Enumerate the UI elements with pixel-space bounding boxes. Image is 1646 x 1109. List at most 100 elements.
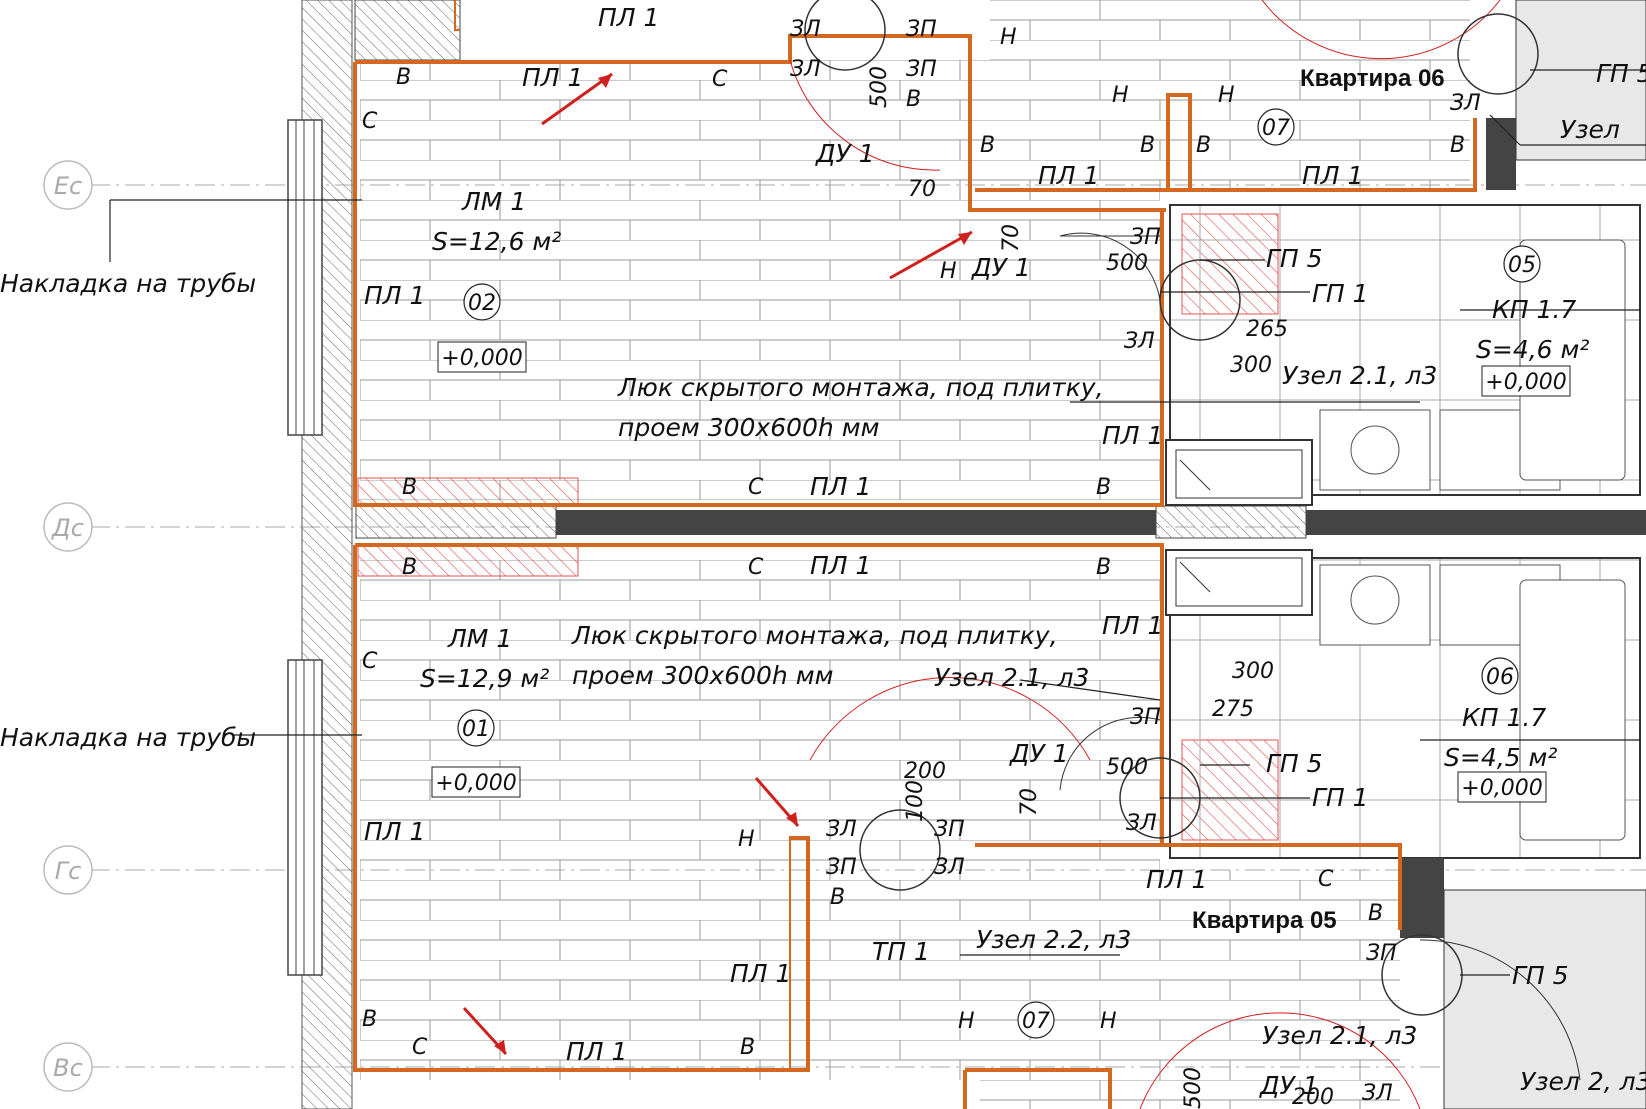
v-marker: В bbox=[1140, 133, 1155, 158]
gp1-label: ГП 1 bbox=[1312, 783, 1369, 812]
bathroom-06 bbox=[1165, 549, 1641, 859]
wall-finish-label: ПЛ 1 bbox=[730, 959, 791, 988]
zl-label: ЗЛ bbox=[826, 817, 857, 842]
room-02-number: 02 bbox=[468, 291, 496, 316]
wall-finish-label: ПЛ 1 bbox=[1038, 161, 1099, 190]
dimension: 300 bbox=[1232, 659, 1274, 684]
room-05-level: +0,000 bbox=[1485, 370, 1566, 395]
node-ref: Узел 2, л3 bbox=[1520, 1067, 1646, 1096]
room-05-finish: КП 1.7 bbox=[1492, 295, 1576, 324]
du-label: ДУ 1 bbox=[1009, 739, 1069, 768]
zp-label: ЗП bbox=[1130, 705, 1161, 730]
v-marker: В bbox=[396, 65, 411, 90]
pipes-cover-note: Накладка на трубы bbox=[0, 723, 256, 752]
wall-finish-label: ПЛ 1 bbox=[1102, 611, 1163, 640]
zp-label: ЗП bbox=[906, 57, 937, 82]
room-05-area: S=4,6 м² bbox=[1476, 335, 1589, 364]
dimension: 275 bbox=[1212, 697, 1254, 722]
s-marker: С bbox=[748, 475, 764, 500]
s-marker: С bbox=[362, 649, 378, 674]
zl-label: ЗЛ bbox=[1450, 91, 1481, 116]
gp5-label: ГП 5 bbox=[1266, 749, 1323, 778]
room-07-number: 07 bbox=[1022, 1009, 1050, 1034]
node-ref: Узел 2.1, л3 bbox=[934, 663, 1089, 692]
dimension: 70 bbox=[908, 177, 936, 202]
gp5-label: ГП 5 bbox=[1512, 961, 1569, 990]
exterior-wall bbox=[287, 0, 353, 1109]
hatch-note-line1: Люк скрытого монтажа, под плитку, bbox=[571, 621, 1058, 650]
room-06-number: 06 bbox=[1486, 665, 1514, 690]
room-01-area: S=12,9 м² bbox=[420, 664, 549, 693]
corridor-06-floor bbox=[990, 0, 1470, 190]
v-marker: В bbox=[1450, 133, 1465, 158]
n-marker: Н bbox=[940, 259, 957, 284]
axis-label: Ес bbox=[54, 172, 82, 200]
dimension: 265 bbox=[1246, 317, 1288, 342]
wall-finish-label: ПЛ 1 bbox=[364, 817, 425, 846]
gp5-label-cut: ГП 5 bbox=[1596, 59, 1646, 88]
room-05-number: 05 bbox=[1508, 253, 1536, 278]
dimension: 300 bbox=[1230, 353, 1272, 378]
zp-label: ЗП bbox=[826, 855, 857, 880]
room-01-level: +0,000 bbox=[435, 771, 516, 796]
s-marker: С bbox=[712, 67, 728, 92]
axis-label: Дс bbox=[51, 514, 84, 542]
gp5-label: ГП 5 bbox=[1266, 244, 1323, 273]
room-01-finish: ЛМ 1 bbox=[447, 624, 512, 653]
partition-slab bbox=[355, 505, 1646, 539]
du-label: ДУ 1 bbox=[971, 253, 1031, 282]
hatch-note-line2: проем 300х600h мм bbox=[572, 661, 833, 690]
columns bbox=[1400, 0, 1646, 1109]
v-marker: В bbox=[1096, 555, 1111, 580]
v-marker: В bbox=[402, 475, 417, 500]
room-01-number: 01 bbox=[462, 717, 490, 742]
s-marker: С bbox=[362, 109, 378, 134]
du-label: ДУ 1 bbox=[1259, 1071, 1319, 1100]
room-06-area: S=4,5 м² bbox=[1444, 743, 1557, 772]
node-ref: Узел 2.1, л3 bbox=[1262, 1021, 1417, 1050]
wall-finish-label: ПЛ 1 bbox=[364, 281, 425, 310]
v-marker: В bbox=[362, 1007, 377, 1032]
room-06-finish: КП 1.7 bbox=[1462, 703, 1546, 732]
n-marker: Н bbox=[1000, 25, 1017, 50]
zl-label: ЗЛ bbox=[790, 17, 821, 42]
wall-finish-label: ПЛ 1 bbox=[810, 551, 871, 580]
v-marker: В bbox=[830, 885, 845, 910]
gp1-label: ГП 1 bbox=[1312, 279, 1369, 308]
door-swings bbox=[789, 0, 1581, 1109]
apartment-05-title: Квартира 05 bbox=[1192, 907, 1337, 934]
du-label: ДУ 1 bbox=[815, 139, 875, 168]
wall-finish-label: ПЛ 1 bbox=[522, 63, 583, 92]
zl-label: ЗЛ bbox=[790, 57, 821, 82]
wall-finish-label: ПЛ 1 bbox=[1302, 161, 1363, 190]
axis-label: Вс bbox=[53, 1054, 83, 1082]
v-marker: В bbox=[1096, 475, 1111, 500]
v-marker: В bbox=[402, 555, 417, 580]
dimension: 500 bbox=[867, 66, 892, 108]
room-06-level: +0,000 bbox=[1461, 776, 1542, 801]
axis-marker-d: Дс bbox=[43, 502, 93, 552]
zl-label: ЗЛ bbox=[1124, 329, 1155, 354]
wall-finish-label: ПЛ 1 bbox=[566, 1037, 627, 1066]
dimension: 200 bbox=[1292, 1085, 1334, 1109]
dimension: 200 bbox=[904, 759, 946, 784]
dimension: 500 bbox=[1106, 755, 1148, 780]
zp-label: ЗП bbox=[906, 17, 937, 42]
n-marker: Н bbox=[1218, 83, 1235, 108]
s-marker: С bbox=[412, 1035, 428, 1060]
room-07-number: 07 bbox=[1262, 116, 1290, 141]
dimension: 500 bbox=[1181, 1067, 1206, 1109]
zp-label: ЗП bbox=[1130, 225, 1161, 250]
n-marker: Н bbox=[738, 827, 755, 852]
wall-finish-label: ПЛ 1 bbox=[1102, 421, 1163, 450]
axis-marker-g: Гс bbox=[43, 845, 93, 895]
hatch-note-line1: Люк скрытого монтажа, под плитку, bbox=[617, 373, 1104, 402]
leader-lines bbox=[109, 69, 1646, 976]
wall-finish-label: ПЛ 1 bbox=[1146, 865, 1207, 894]
direction-arrows bbox=[462, 72, 973, 1056]
node-callouts bbox=[804, 0, 1539, 1016]
wall-finish-label: ПЛ 1 bbox=[810, 472, 871, 501]
axis-label: Гс bbox=[55, 857, 82, 885]
zp-label: ЗП bbox=[1366, 941, 1397, 966]
